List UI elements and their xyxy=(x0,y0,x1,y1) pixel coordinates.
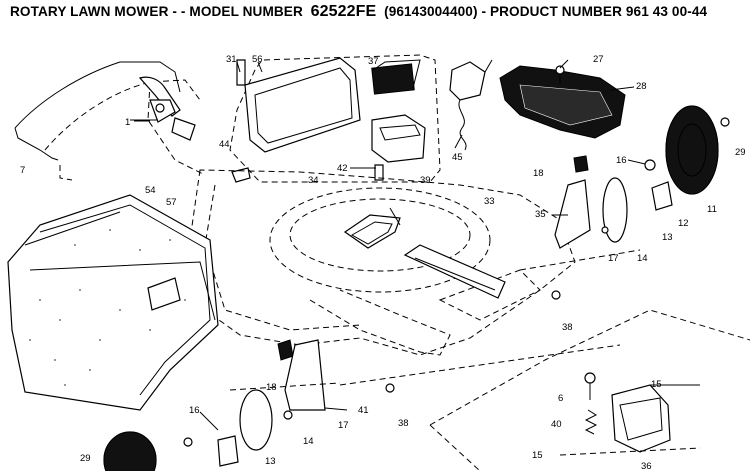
callout-42: 42 xyxy=(337,163,348,174)
callout-38-left: 38 xyxy=(398,418,409,429)
callout-16-left: 16 xyxy=(189,405,200,416)
callout-18-left: 18 xyxy=(266,382,277,393)
callout-36: 36 xyxy=(641,461,652,471)
title-suffix: (96143004400) - PRODUCT NUMBER 961 43 00… xyxy=(384,4,708,19)
callout-56: 56 xyxy=(252,54,263,65)
front-wheel-left xyxy=(103,339,395,471)
callout-29-right: 29 xyxy=(735,147,746,158)
spring-assembly xyxy=(449,59,493,151)
callout-37: 37 xyxy=(368,56,379,67)
callout-11: 11 xyxy=(707,204,717,215)
callout-27: 27 xyxy=(593,54,604,65)
callout-31: 31 xyxy=(226,54,237,65)
callout-44: 44 xyxy=(219,139,230,150)
callout-54: 54 xyxy=(145,185,156,196)
callout-45: 45 xyxy=(452,152,463,163)
model-number: 62522FE xyxy=(310,3,377,20)
callout-14-right: 14 xyxy=(637,253,648,264)
callout-17-left: 17 xyxy=(338,420,349,431)
callout-1: 1 xyxy=(125,117,130,128)
mower-deck xyxy=(189,169,576,356)
callout-labels: 1 7 31 56 37 27 28 44 42 39 34 45 16 29 … xyxy=(20,54,746,471)
callout-6: 6 xyxy=(558,393,563,404)
upper-handle xyxy=(14,61,206,181)
callout-29-left: 29 xyxy=(80,453,91,464)
callout-18-right: 18 xyxy=(533,168,544,179)
transmission xyxy=(429,309,750,471)
leader-lines xyxy=(134,59,646,431)
drive-belt xyxy=(403,244,506,299)
callout-13-left: 13 xyxy=(265,456,276,467)
diagram-title: ROTARY LAWN MOWER - - MODEL NUMBER 62522… xyxy=(10,3,745,23)
callout-57: 57 xyxy=(166,197,177,208)
callout-34: 34 xyxy=(308,175,319,186)
callout-33: 33 xyxy=(484,196,495,207)
control-box xyxy=(229,54,441,183)
callout-12: 12 xyxy=(678,218,689,229)
callout-17-right: 17 xyxy=(608,253,619,264)
rear-wheel-right xyxy=(551,105,730,300)
grass-bag xyxy=(7,194,219,411)
callout-28: 28 xyxy=(636,81,647,92)
callout-7: 7 xyxy=(20,165,25,176)
callout-38-right: 38 xyxy=(562,322,573,333)
title-prefix: ROTARY LAWN MOWER - - MODEL NUMBER xyxy=(10,4,303,19)
callout-13-right: 13 xyxy=(662,232,673,243)
axle-lines xyxy=(229,249,641,391)
callout-41: 41 xyxy=(358,405,369,416)
callout-16-right: 16 xyxy=(616,155,627,166)
bag-texture xyxy=(29,229,186,386)
callout-39: 39 xyxy=(420,175,431,186)
rear-cover xyxy=(499,65,626,139)
callout-15-top: 15 xyxy=(651,379,662,390)
callout-40: 40 xyxy=(551,419,562,430)
callout-35: 35 xyxy=(535,209,546,220)
callout-14-left: 14 xyxy=(303,436,314,447)
callout-15-bottom: 15 xyxy=(532,450,543,461)
